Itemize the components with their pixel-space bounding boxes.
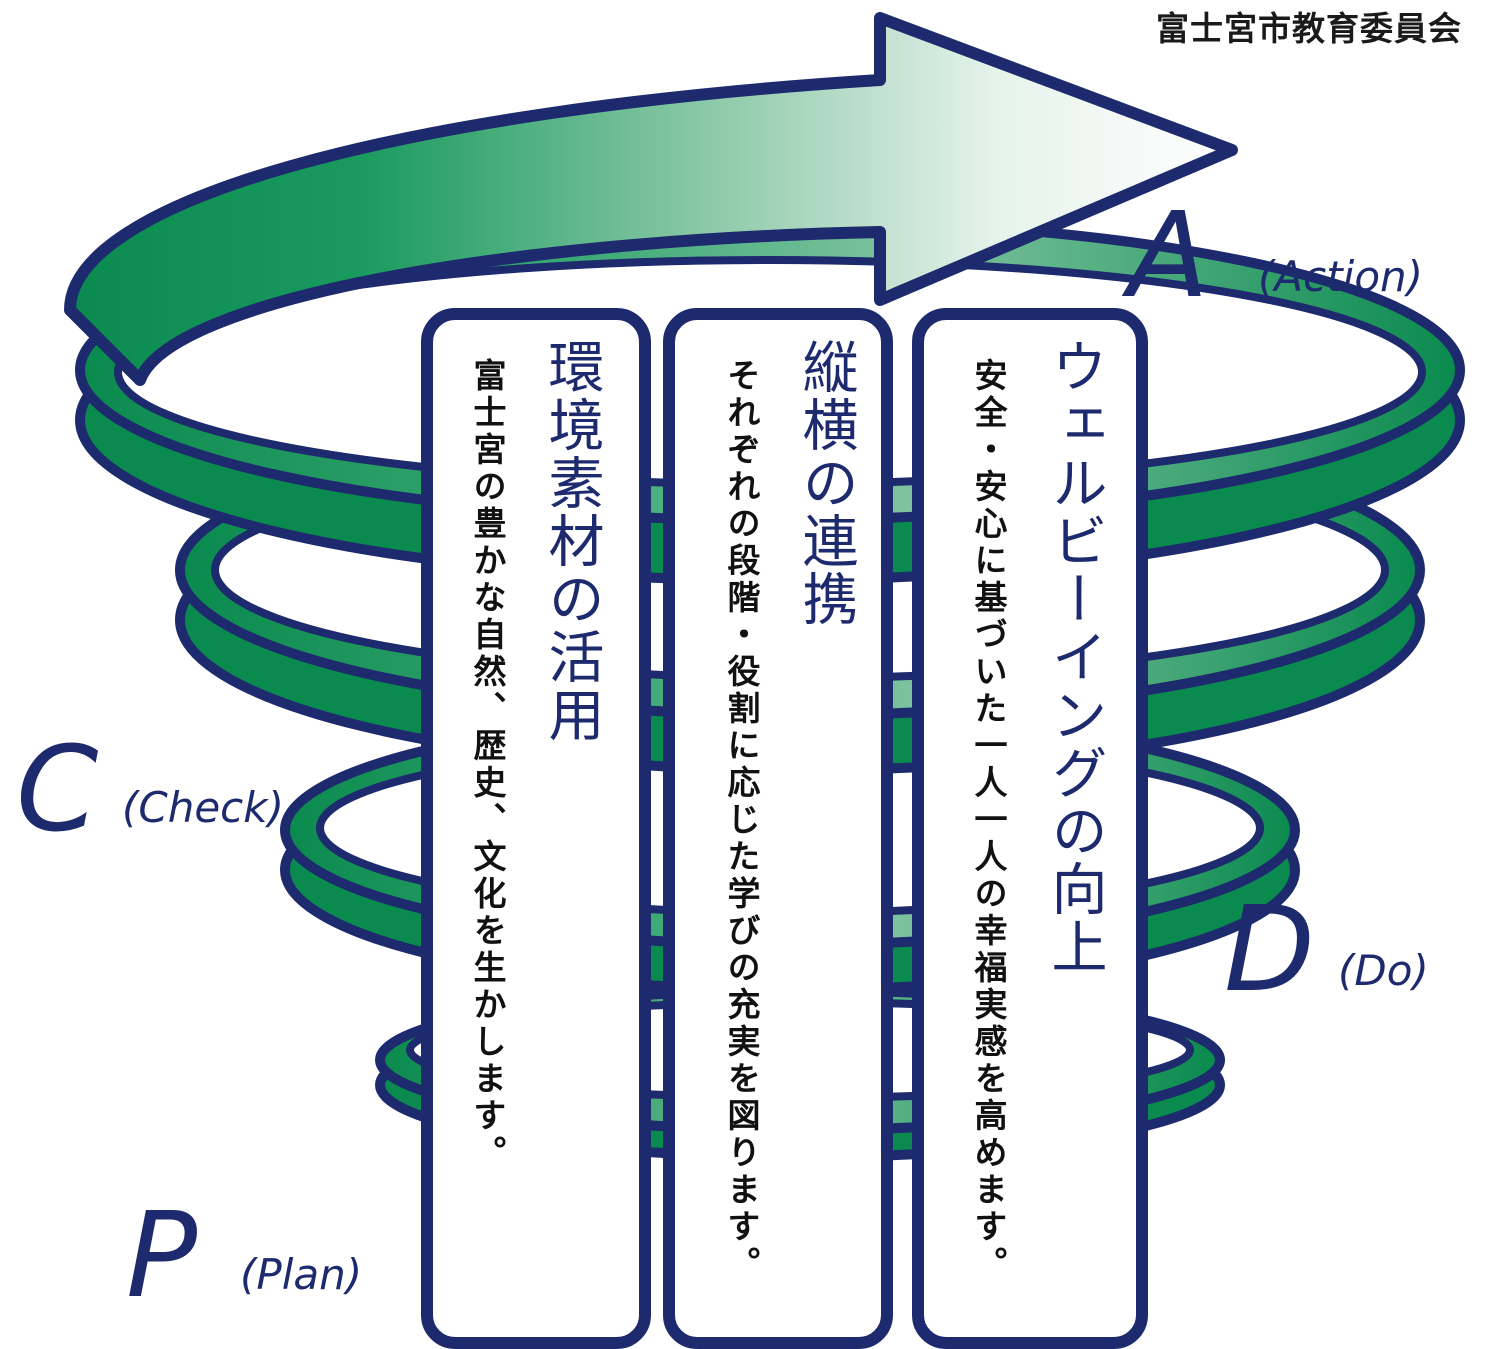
check-letter: C: [16, 720, 98, 858]
plan-letter: P: [126, 1186, 197, 1324]
action-letter: A: [1128, 186, 1209, 324]
card-collaboration: 縦横の連携 それぞれの段階・役割に応じた学びの充実を図ります。: [663, 308, 893, 1349]
plan-label: (Plan): [240, 1250, 363, 1299]
card-wellbeing-title: ウェルビーイングの向上: [1042, 338, 1107, 976]
card-wellbeing-description: 安全・安心に基づいた一人一人の幸福実感を高めます。: [969, 358, 1008, 1283]
card-collaboration-title: 縦横の連携: [793, 338, 858, 628]
organization-name: 富士宮市教育委員会: [1156, 9, 1462, 48]
card-collaboration-description: それぞれの段階・役割に応じた学びの充実を図ります。: [722, 358, 761, 1283]
cycle-arrow: [64, 12, 1238, 386]
card-environment-title: 環境素材の活用: [539, 338, 604, 744]
card-wellbeing: ウェルビーイングの向上 安全・安心に基づいた一人一人の幸福実感を高めます。: [912, 308, 1148, 1349]
action-label: (Action): [1258, 252, 1424, 301]
do-letter: D: [1224, 880, 1315, 1018]
card-environment-description: 富士宮の豊かな自然、歴史、文化を生かします。: [468, 358, 507, 1172]
do-label: (Do): [1338, 946, 1429, 995]
check-label: (Check): [122, 783, 284, 832]
card-environment: 環境素材の活用 富士宮の豊かな自然、歴史、文化を生かします。: [421, 308, 651, 1349]
